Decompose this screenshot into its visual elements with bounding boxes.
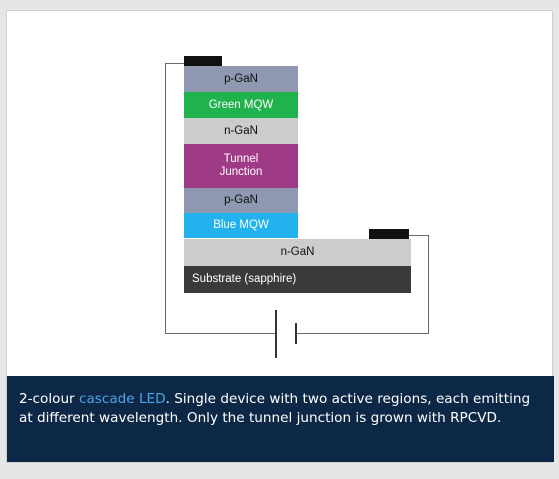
wire-left-top	[165, 63, 193, 64]
wire-left-vertical	[165, 63, 166, 334]
led-structure-diagram: p-GaN Green MQW n-GaN Tunnel Junction p-…	[7, 11, 554, 377]
battery-short-plate	[295, 323, 297, 344]
figure-card: p-GaN Green MQW n-GaN Tunnel Junction p-…	[6, 10, 554, 463]
wire-bottom-right	[297, 333, 429, 334]
layer-substrate: Substrate (sapphire)	[184, 266, 411, 293]
caption-highlight-link[interactable]: cascade LED	[78, 391, 166, 407]
layer-p-gan-lower: p-GaN	[184, 188, 298, 213]
layer-n-gan-base: n-GaN	[184, 239, 411, 266]
caption-text-start: 2-colour	[19, 391, 79, 407]
layer-p-gan-top: p-GaN	[184, 66, 298, 92]
top-contact	[184, 56, 222, 66]
caption-text-end: . Single device with two active regions,…	[19, 391, 531, 426]
wire-right-top	[407, 235, 429, 236]
side-contact	[369, 229, 409, 239]
layer-green-mqw: Green MQW	[184, 92, 298, 118]
battery-long-plate	[275, 310, 277, 358]
figure-caption: 2-colour cascade LED. Single device with…	[7, 376, 554, 462]
wire-right-vertical	[428, 235, 429, 334]
layer-blue-mqw: Blue MQW	[184, 213, 298, 238]
layer-tunnel-junction: Tunnel Junction	[184, 144, 298, 188]
layer-n-gan-mid: n-GaN	[184, 118, 298, 144]
wire-bottom-left	[165, 333, 275, 334]
